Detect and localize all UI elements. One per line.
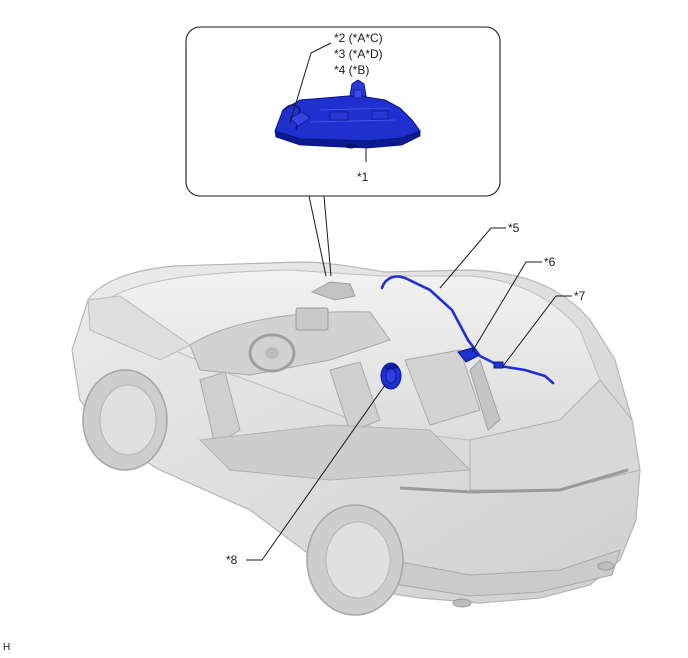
c-pillar [469,359,501,431]
label-2: *2 (*A*C) [334,31,383,45]
front-seat-left [199,371,241,446]
tail-light [399,468,629,494]
label-8: *8 [226,553,238,567]
rear-bumper [389,549,621,597]
label-1: *1 [357,170,369,184]
detail-callout: *2 (*A*C) *3 (*A*D) *4 (*B) *1 [185,26,501,277]
detail-connector-left [308,195,327,277]
leader-5 [439,227,506,289]
figure-code: H [3,642,11,653]
hood [87,295,191,361]
steering-hub [265,347,279,359]
label-7: *7 [574,289,586,303]
leader-2-3-4 [289,42,332,124]
antenna-module [457,347,479,363]
front-seat-right [329,361,381,433]
detail-connector-right [323,195,332,277]
center-display [295,307,329,331]
rear-left-wheel [306,504,404,616]
pillar-component [380,362,402,390]
leader-6 [471,261,542,353]
roof-console-ghost [310,281,356,301]
rear-seat [404,349,481,426]
leader-7 [502,295,572,367]
steering-wheel [248,333,296,373]
vehicle-illustration [71,261,641,616]
label-6: *6 [544,255,556,269]
label-5: *5 [508,221,520,235]
exhaust-right [597,561,615,571]
overhead-console-part [274,79,421,149]
leader-8 [246,384,386,561]
harness-connector [493,361,504,369]
label-4: *4 (*B) [334,63,369,77]
front-left-wheel [82,369,168,471]
exhaust-left [452,598,472,608]
label-3: *3 (*A*D) [334,47,383,61]
